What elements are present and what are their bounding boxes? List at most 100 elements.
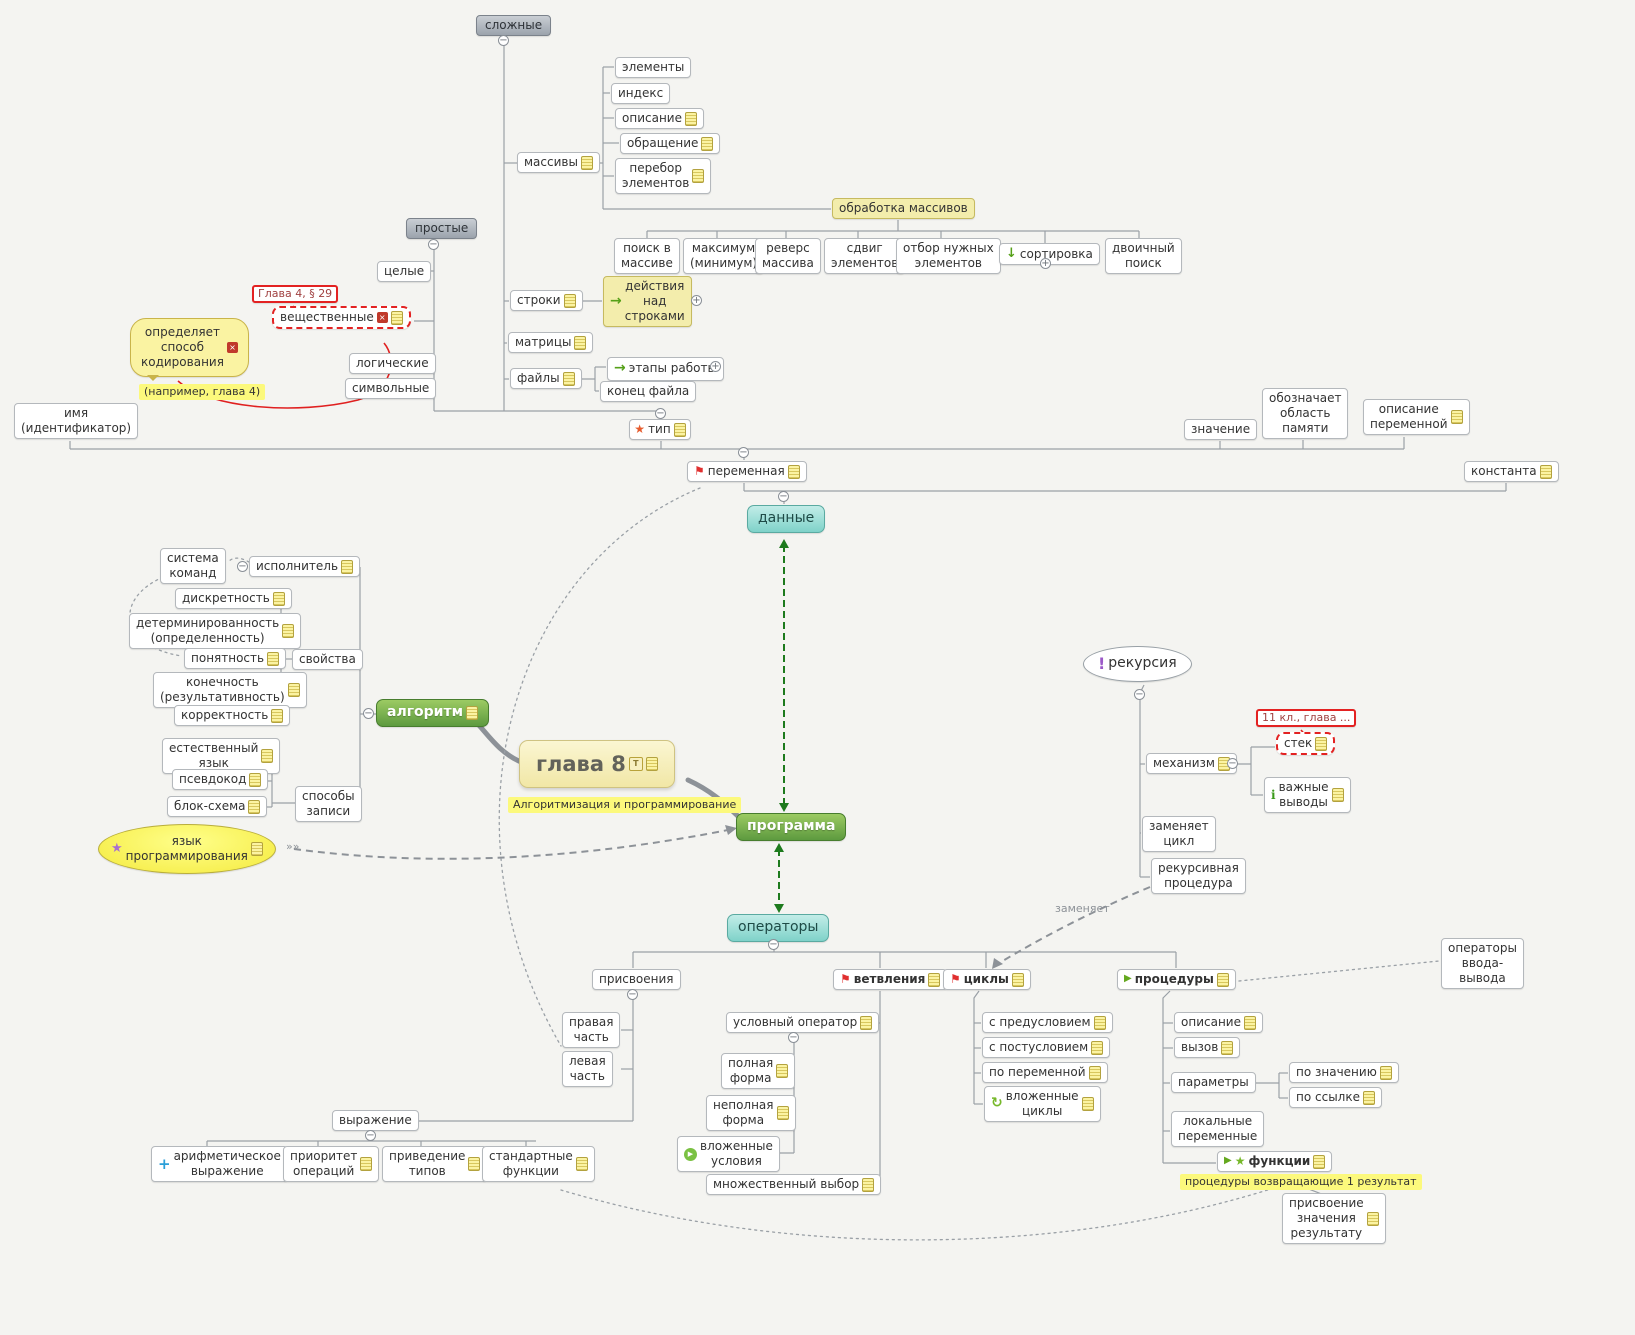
node-by-reference[interactable]: по ссылке <box>1289 1087 1382 1108</box>
node-programming-language[interactable]: ★язык программирования <box>98 824 276 874</box>
collapse-control[interactable]: − <box>738 447 749 458</box>
note-icon[interactable] <box>466 705 479 720</box>
note-icon[interactable] <box>580 155 593 170</box>
note-icon[interactable] <box>575 1157 588 1171</box>
note-icon[interactable] <box>1093 1015 1106 1030</box>
node-memory-area[interactable]: обозначает область памяти <box>1262 388 1349 439</box>
node-grade11-ref[interactable]: 11 кл., глава ... <box>1256 709 1357 727</box>
note-icon[interactable] <box>684 111 697 126</box>
node-nested-conditions[interactable]: ▶вложенные условия <box>677 1136 780 1172</box>
node-binary-search[interactable]: двоичный поиск <box>1105 238 1182 274</box>
node-branching[interactable]: ⚑ветвления <box>833 969 948 990</box>
collapse-control[interactable]: − <box>1134 689 1145 700</box>
collapse-control[interactable]: − <box>788 1032 799 1043</box>
note-icon[interactable] <box>692 169 705 183</box>
node-type-conversion[interactable]: приведение типов <box>382 1146 488 1182</box>
collapse-control[interactable]: − <box>365 1130 376 1141</box>
node-integers[interactable]: целые <box>377 261 432 282</box>
node-data[interactable]: данные <box>747 505 826 533</box>
collapse-control[interactable]: − <box>768 939 779 950</box>
node-proc-description[interactable]: описание <box>1174 1012 1263 1033</box>
expand-control[interactable]: + <box>710 361 721 372</box>
node-stack[interactable]: стек <box>1276 732 1336 755</box>
node-assignment[interactable]: присвоения <box>592 969 681 990</box>
node-array-index[interactable]: индекс <box>611 83 671 104</box>
node-array-description[interactable]: описание <box>615 108 704 129</box>
node-reals[interactable]: вещественные× <box>272 306 411 329</box>
node-parameters[interactable]: параметры <box>1171 1072 1256 1093</box>
expand-control[interactable]: + <box>1040 258 1051 269</box>
node-select-elements[interactable]: отбор нужных элементов <box>896 238 1001 274</box>
node-comprehensibility[interactable]: понятность <box>184 648 287 669</box>
node-properties[interactable]: свойства <box>292 649 363 670</box>
note-icon[interactable] <box>341 559 354 574</box>
node-max-min[interactable]: максимум (минимум) <box>683 238 765 274</box>
node-right-part[interactable]: правая часть <box>562 1012 621 1048</box>
note-icon[interactable] <box>390 310 403 325</box>
node-mechanism[interactable]: механизм <box>1146 753 1237 774</box>
note-icon[interactable] <box>1362 1090 1375 1105</box>
node-type[interactable]: ★тип <box>629 419 691 440</box>
collapse-control[interactable]: − <box>363 708 374 719</box>
note-icon[interactable] <box>1313 1154 1326 1169</box>
node-conditional-operator[interactable]: условный оператор <box>726 1012 880 1033</box>
node-constant[interactable]: константа <box>1464 461 1559 482</box>
node-by-value[interactable]: по значению <box>1289 1062 1399 1083</box>
node-reverse-array[interactable]: реверс массива <box>755 238 821 274</box>
note-icon[interactable] <box>1216 972 1229 987</box>
node-value[interactable]: значение <box>1184 419 1258 440</box>
node-nested-loops[interactable]: ↻вложенные циклы <box>984 1086 1101 1122</box>
node-precondition[interactable]: с предусловием <box>982 1012 1113 1033</box>
node-flowchart[interactable]: блок-схема <box>167 796 268 817</box>
note-icon[interactable] <box>787 464 800 479</box>
note-icon[interactable] <box>468 1157 481 1171</box>
collapse-control[interactable]: − <box>1227 758 1238 769</box>
node-discreteness[interactable]: дискретность <box>175 588 292 609</box>
node-variable[interactable]: ⚑переменная <box>687 461 807 482</box>
node-by-variable[interactable]: по переменной <box>982 1062 1108 1083</box>
node-booleans[interactable]: логические <box>349 353 436 374</box>
node-full-form[interactable]: полная форма <box>721 1053 796 1089</box>
note-icon[interactable] <box>267 651 280 666</box>
node-matrices[interactable]: матрицы <box>508 332 594 353</box>
node-array-elements[interactable]: элементы <box>615 57 692 78</box>
note-icon[interactable] <box>250 842 263 856</box>
node-search-in-array[interactable]: поиск в массиве <box>614 238 680 274</box>
node-natural-language[interactable]: естественный язык <box>162 738 281 774</box>
node-iterate-elements[interactable]: перебор элементов <box>615 158 712 194</box>
node-name-identifier[interactable]: имя (идентификатор) <box>14 403 139 439</box>
node-simple-types[interactable]: простые <box>406 218 478 239</box>
node-recording-methods[interactable]: способы записи <box>295 786 362 822</box>
collapse-control[interactable]: − <box>498 35 509 46</box>
node-finiteness[interactable]: конечность (результативность) <box>153 672 307 708</box>
node-local-variables[interactable]: локальные переменные <box>1171 1111 1265 1147</box>
node-functions[interactable]: ▶★функции <box>1217 1151 1333 1172</box>
node-shift-elements[interactable]: сдвиг элементов <box>824 238 906 274</box>
node-expression[interactable]: выражение <box>332 1110 419 1131</box>
node-chapter8-subtitle[interactable]: Алгоритмизация и программирование <box>508 797 742 813</box>
note-icon[interactable] <box>862 1177 875 1192</box>
note-icon[interactable] <box>1450 410 1463 424</box>
note-icon[interactable] <box>1088 1065 1101 1080</box>
collapse-control[interactable]: − <box>428 239 439 250</box>
node-file-end[interactable]: конец файла <box>600 381 697 402</box>
node-operators[interactable]: операторы <box>727 914 830 942</box>
note-icon[interactable] <box>701 136 714 151</box>
node-files[interactable]: файлы <box>510 368 582 389</box>
note-icon[interactable] <box>1315 736 1328 751</box>
note-icon[interactable] <box>261 749 274 763</box>
node-arithmetic-expression[interactable]: +арифметическое выражение <box>151 1146 288 1182</box>
node-standard-functions[interactable]: стандартные функции <box>482 1146 595 1182</box>
note-icon[interactable] <box>776 1064 789 1078</box>
node-io-operators[interactable]: операторы ввода- вывода <box>1441 938 1524 989</box>
node-result-assignment[interactable]: присвоение значения результату <box>1282 1193 1386 1244</box>
node-correctness[interactable]: корректность <box>174 705 291 726</box>
note-icon[interactable] <box>928 972 941 987</box>
note-icon[interactable] <box>360 1157 373 1171</box>
note-icon[interactable] <box>282 624 295 638</box>
node-recursion[interactable]: !рекурсия <box>1083 646 1192 682</box>
node-link-chevrons[interactable]: »» <box>286 840 299 854</box>
note-icon[interactable] <box>272 591 285 606</box>
note-icon[interactable] <box>1331 788 1344 802</box>
